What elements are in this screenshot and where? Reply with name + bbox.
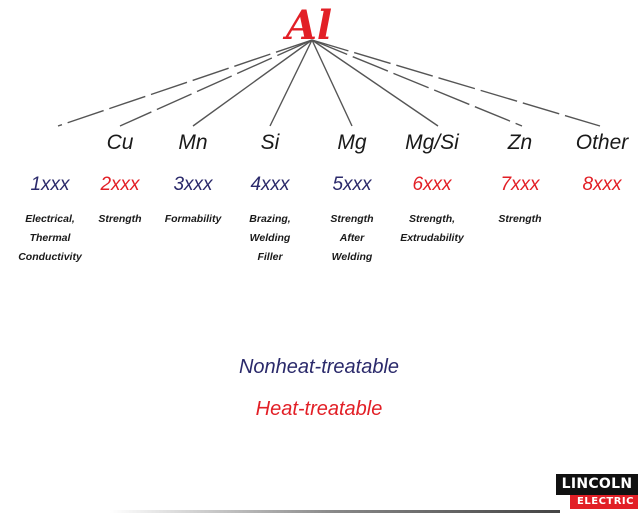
use-3xxx: Formability (148, 210, 238, 229)
use-line: After (339, 232, 365, 244)
alloying-element-mg: Mg (337, 131, 367, 154)
alloying-element-zn: Zn (507, 131, 533, 154)
use-7xxx: Strength (475, 210, 565, 229)
logo-top: LINCOLN (556, 474, 638, 495)
use-line: Conductivity (18, 251, 82, 263)
lincoln-electric-logo: LINCOLN ELECTRIC (556, 474, 638, 511)
use-line: Strength (498, 213, 542, 225)
branch-line-8xxx (311, 39, 601, 127)
use-2xxx: Strength (75, 210, 165, 229)
use-line: Welding (331, 251, 373, 263)
use-line: Extrudability (400, 232, 464, 244)
alloying-element-si: Si (260, 131, 280, 154)
use-line: Brazing, (249, 213, 291, 225)
branch-line-3xxx (192, 39, 313, 127)
series-1xxx: 1xxx (30, 174, 70, 195)
branch-line-2xxx (119, 39, 313, 127)
branch-line-6xxx (311, 39, 439, 127)
branch-line-1xxx (57, 39, 313, 127)
legend-heat-treatable: Heat-treatable (255, 398, 383, 420)
series-6xxx: 6xxx (412, 174, 452, 195)
alloying-element-other: Other (575, 131, 629, 154)
root-node-al: Al (285, 2, 333, 49)
series-5xxx: 5xxx (332, 174, 372, 195)
series-3xxx: 3xxx (173, 174, 213, 195)
use-line: Welding (249, 232, 291, 244)
branch-line-5xxx (311, 39, 353, 127)
alloying-element-cu: Cu (106, 131, 134, 154)
use-line: Strength, (408, 213, 456, 225)
alloying-element-mn: Mn (178, 131, 208, 154)
legend-nonheat-treatable: Nonheat-treatable (238, 356, 400, 378)
alloying-element-mg-si: Mg/Si (405, 131, 459, 154)
series-8xxx: 8xxx (582, 174, 622, 195)
branch-line-4xxx (269, 39, 313, 127)
series-7xxx: 7xxx (500, 174, 540, 195)
use-line: Strength (330, 213, 374, 225)
use-line: Thermal (29, 232, 71, 244)
use-line: Strength (98, 213, 142, 225)
use-line: Formability (164, 213, 222, 225)
logo-bottom: ELECTRIC (570, 495, 638, 509)
branch-line-7xxx (311, 39, 523, 127)
use-6xxx: Strength, Extrudability (387, 210, 477, 248)
use-line: Filler (257, 251, 283, 263)
series-4xxx: 4xxx (250, 174, 290, 195)
series-2xxx: 2xxx (100, 174, 140, 195)
use-line: Electrical, (25, 213, 75, 225)
